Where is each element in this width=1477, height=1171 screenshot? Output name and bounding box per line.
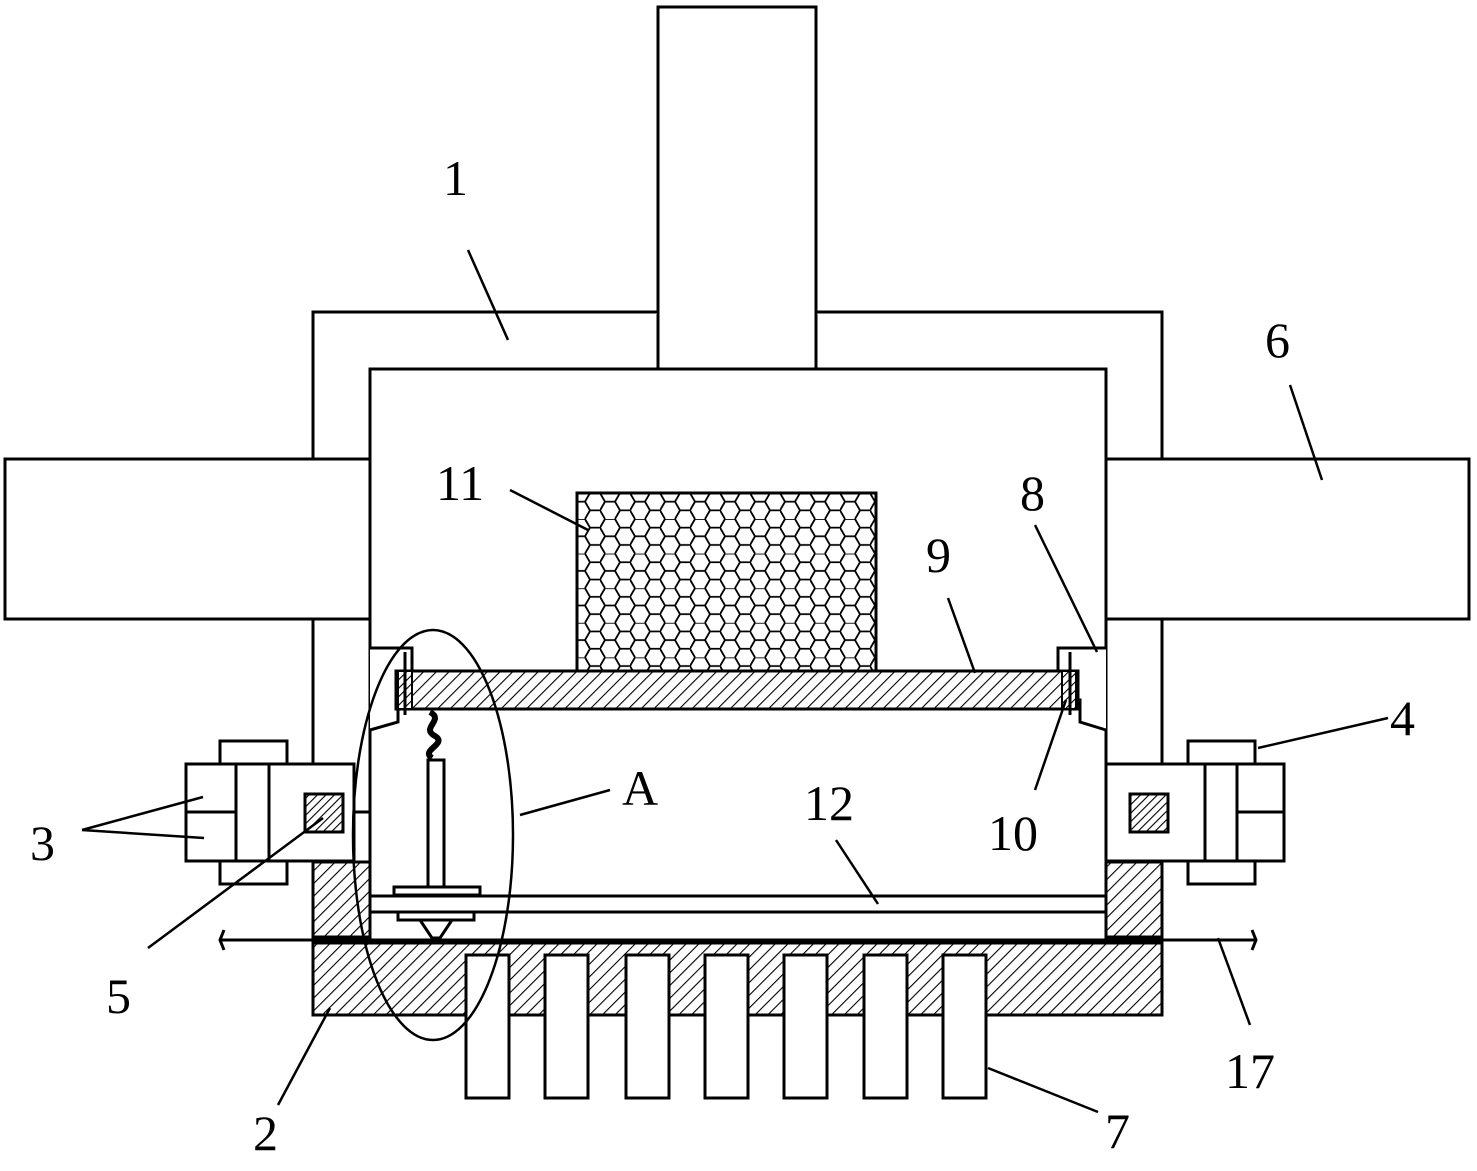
right-bolt	[1128, 792, 1170, 834]
teeth	[464, 953, 988, 1100]
right-arm	[1104, 457, 1471, 621]
base-left-wall	[311, 860, 372, 939]
label-5: 5	[106, 968, 131, 1024]
left-arm	[3, 457, 374, 621]
label-2: 2	[253, 1105, 278, 1161]
label-17: 17	[1225, 1043, 1275, 1099]
label-9: 9	[926, 527, 951, 583]
label-12: 12	[804, 775, 854, 831]
label-3: 3	[30, 815, 55, 871]
label-6: 6	[1265, 312, 1290, 368]
base-right-wall	[1104, 860, 1164, 939]
label-8: 8	[1020, 465, 1045, 521]
top-column	[656, 5, 818, 371]
label-1: 1	[443, 150, 468, 206]
label-10: 10	[988, 805, 1038, 861]
label-7: 7	[1105, 1103, 1130, 1159]
label-11: 11	[436, 455, 484, 511]
spring-rod	[392, 709, 482, 940]
label-4: 4	[1390, 690, 1415, 746]
detail-ellipse-A	[351, 628, 515, 1042]
honeycomb-block	[575, 491, 878, 673]
label-A: A	[622, 760, 658, 816]
plate	[394, 669, 1080, 711]
